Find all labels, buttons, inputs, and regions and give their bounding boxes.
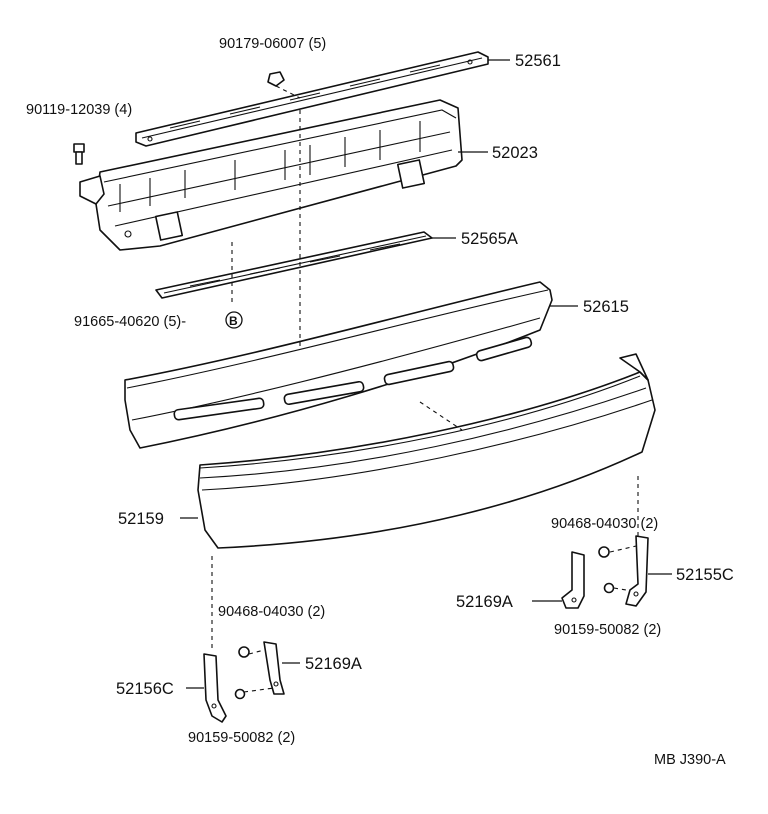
label-90159-50082-left: 90159-50082 (2) <box>188 730 295 746</box>
part-52159-cover <box>197 353 656 549</box>
label-52156c: 52156C <box>116 680 174 698</box>
label-52155c: 52155C <box>676 566 734 584</box>
right-bolt <box>603 582 615 594</box>
diagram-code: MB J390-A <box>654 752 726 768</box>
part-52169a-left-bracket <box>263 641 285 695</box>
part-52156c-bracket <box>203 653 227 723</box>
circled-b-letter: B <box>229 314 238 328</box>
label-52169a-right: 52169A <box>456 593 513 611</box>
part-52155c-bracket <box>625 535 649 607</box>
label-90468-04030-left: 90468-04030 (2) <box>218 604 325 620</box>
part-52615-cover <box>124 281 553 449</box>
label-52565a: 52565A <box>461 230 518 248</box>
label-52159: 52159 <box>118 510 164 528</box>
circled-b-marker: B <box>225 311 243 329</box>
bolt-90119-icon <box>73 143 85 165</box>
label-52561: 52561 <box>515 52 561 70</box>
nut-90179-icon <box>267 71 285 87</box>
label-90119-12039: 90119-12039 (4) <box>26 102 132 118</box>
right-nut <box>598 546 610 558</box>
label-52169a-left: 52169A <box>305 655 362 673</box>
left-nut <box>238 646 250 658</box>
part-52023-reinforcement <box>79 99 463 251</box>
part-52561-strip <box>135 51 489 147</box>
part-52169a-right-bracket <box>561 551 585 609</box>
label-90468-04030-right: 90468-04030 (2) <box>551 516 658 532</box>
part-52565a-retainer <box>155 231 433 299</box>
label-91665-40620: 91665-40620 (5)- <box>74 314 186 330</box>
label-52023: 52023 <box>492 144 538 162</box>
label-90159-50082-right: 90159-50082 (2) <box>554 622 661 638</box>
left-bolt <box>234 688 246 700</box>
label-90179-06007: 90179-06007 (5) <box>219 36 326 52</box>
label-52615: 52615 <box>583 298 629 316</box>
